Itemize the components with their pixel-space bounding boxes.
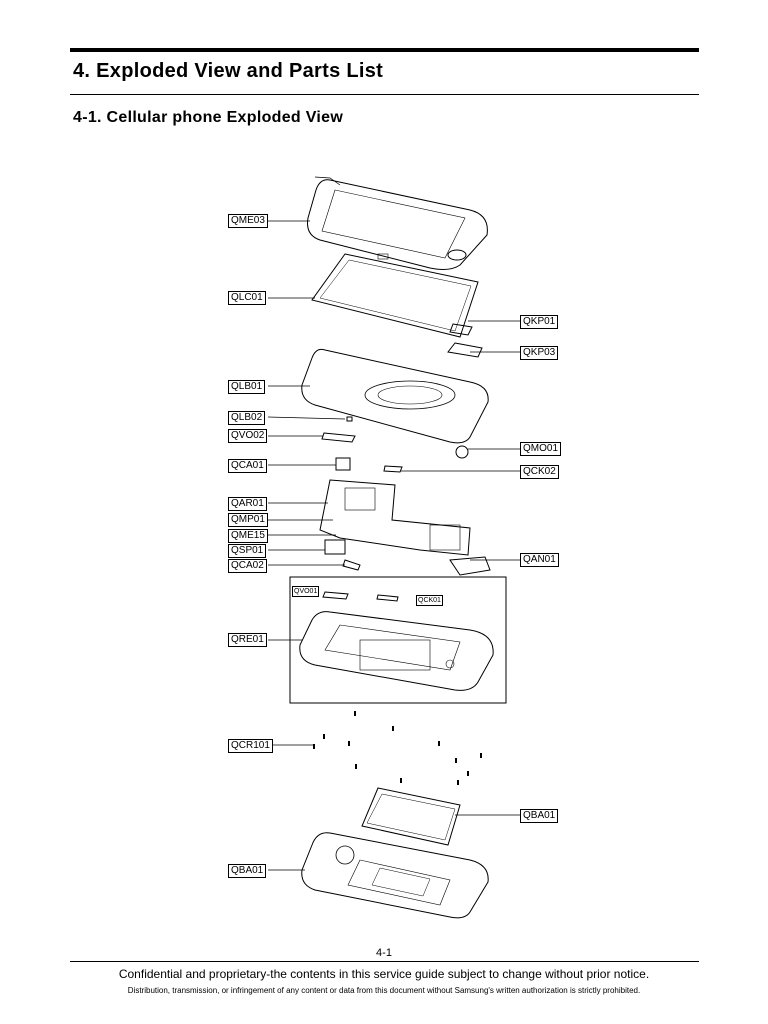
label-qkp03: QKP03: [520, 346, 559, 360]
label-qar01: QAR01: [228, 497, 267, 511]
header-rule-bottom: [70, 94, 699, 95]
back-cover-part: [301, 832, 489, 919]
antenna-part: [449, 556, 491, 576]
home-key-part: [449, 323, 473, 336]
label-qlc01: QLC01: [228, 291, 266, 305]
label-qba01-cover: QBA01: [228, 864, 267, 878]
label-qca01: QCA01: [228, 459, 267, 473]
footer-legal: Distribution, transmission, or infringem…: [127, 986, 641, 995]
label-qmo01: QMO01: [520, 442, 562, 456]
footer-rule: [70, 961, 699, 962]
footer-notice: Confidential and proprietary-the content…: [118, 967, 650, 981]
lcd-part: [311, 253, 479, 338]
front-window-part: [307, 179, 488, 270]
label-qca02: QCA02: [228, 559, 267, 573]
label-qkp01: QKP01: [520, 315, 559, 329]
header-rule-top: [70, 48, 699, 52]
label-qlb01: QLB01: [228, 380, 266, 394]
key-flex-part: [447, 342, 483, 358]
label-qck02: QCK02: [520, 465, 559, 479]
label-qcr101: QCR101: [228, 739, 273, 753]
label-qlb02: QLB02: [228, 411, 266, 425]
motor-part: [455, 445, 469, 459]
bracket-part: [301, 348, 489, 444]
speaker-part: [324, 539, 346, 555]
label-qba01-battery: QBA01: [520, 809, 559, 823]
label-qmp01: QMP01: [228, 513, 268, 527]
page-title: 4. Exploded View and Parts List: [73, 60, 384, 82]
label-qsp01: QSP01: [228, 544, 267, 558]
battery-part: [361, 787, 461, 846]
label-qre01: QRE01: [228, 633, 267, 647]
section-title: 4-1. Cellular phone Exploded View: [73, 109, 344, 126]
vibration-part: [322, 591, 349, 600]
label-qme15: QME15: [228, 529, 268, 543]
page-number: 4-1: [376, 947, 392, 959]
label-qan01: QAN01: [520, 553, 559, 567]
label-qvo01: QVO01: [292, 586, 320, 597]
front-camera-part: [335, 457, 351, 471]
main-pcb-part: [319, 479, 471, 556]
rear-case-part: [299, 611, 494, 691]
label-qme03: QME03: [228, 214, 268, 228]
label-qvo02: QVO02: [228, 429, 268, 443]
label-qck01: QCK01: [416, 595, 443, 606]
